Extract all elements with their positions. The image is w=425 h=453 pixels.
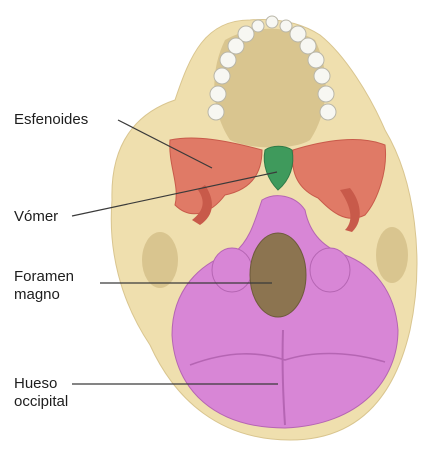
tooth	[214, 68, 230, 84]
label-hueso-occipital: Hueso occipital	[14, 375, 68, 411]
tooth	[308, 52, 324, 68]
tooth	[228, 38, 244, 54]
label-foramen-magno: Foramen magno	[14, 268, 74, 304]
tooth	[320, 104, 336, 120]
tooth	[300, 38, 316, 54]
tooth	[220, 52, 236, 68]
right-condyle	[310, 248, 350, 292]
left-condyle	[212, 248, 252, 292]
label-vomer: Vómer	[14, 208, 58, 226]
tooth	[280, 20, 292, 32]
right-mastoid	[376, 227, 408, 283]
tooth	[208, 104, 224, 120]
tooth	[314, 68, 330, 84]
tooth	[210, 86, 226, 102]
tooth	[318, 86, 334, 102]
tooth	[252, 20, 264, 32]
tooth	[266, 16, 278, 28]
foramen-magnum	[250, 233, 306, 317]
left-mastoid	[142, 232, 178, 288]
label-esfenoides: Esfenoides	[14, 111, 88, 129]
